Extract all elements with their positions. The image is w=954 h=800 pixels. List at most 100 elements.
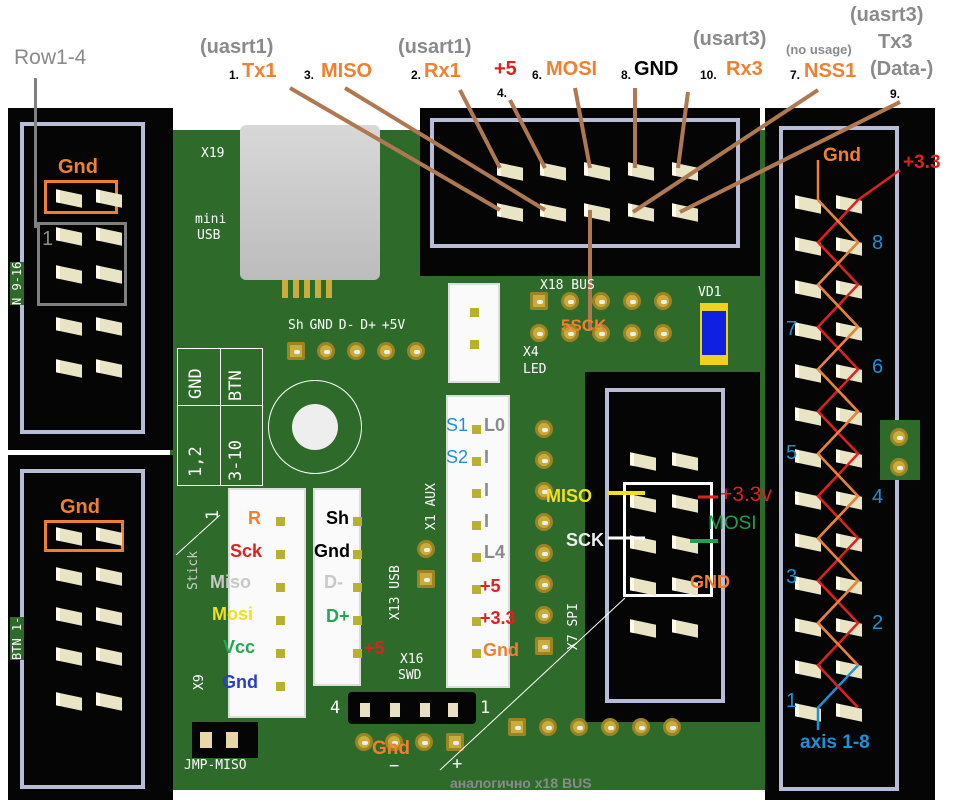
x7-mosi: MOSI <box>708 513 757 534</box>
solder-pad <box>890 428 908 446</box>
leader-tx1 <box>288 86 502 212</box>
axis-3: 3 <box>786 566 798 588</box>
x1-pin-gnd: Gnd <box>483 640 519 660</box>
connector-pin <box>276 583 285 592</box>
analog-note: аналогично x18 BUS <box>450 775 592 791</box>
mosi-label: MOSI <box>546 58 598 80</box>
led-label: LED <box>523 362 547 377</box>
mini-label: mini <box>195 212 227 227</box>
miso-number: 3. <box>304 68 315 82</box>
x9-pin-sck: Sck <box>230 541 263 561</box>
swd-pin <box>360 703 370 717</box>
connector-pin <box>353 517 362 526</box>
mount-hole <box>268 380 362 474</box>
nss1-note: (no usage) <box>786 42 852 57</box>
solder-pad <box>601 718 619 736</box>
swd-minus: − <box>389 756 400 776</box>
row1-4-box <box>37 222 127 306</box>
connector-pin <box>472 489 481 498</box>
usb-label: USB <box>197 228 221 243</box>
x1-pin-5v: +5 <box>480 576 501 596</box>
left-top-gnd: Gnd <box>58 156 98 178</box>
mount-hole-drill <box>292 404 338 450</box>
table-btn: BTN <box>226 370 246 401</box>
swd-gnd-label: Gnd <box>372 738 410 759</box>
tx3-number: 9. <box>890 87 901 101</box>
rx1-number: 2. <box>411 68 422 82</box>
analog-note-line <box>439 597 626 771</box>
nss1-number: 7. <box>790 68 801 82</box>
left-bottom-header <box>8 455 173 800</box>
connector-pin <box>276 517 285 526</box>
tx3-label: Tx3 <box>878 31 913 53</box>
x13-usb-label: X13 USB <box>388 565 403 620</box>
axis-3v3: +3.3 <box>903 152 941 173</box>
x9-pin-gnd: Gnd <box>222 672 258 692</box>
solder-pad <box>415 733 433 751</box>
mini-usb-connector <box>240 125 380 280</box>
solder-pad <box>561 324 579 342</box>
solder-pad <box>890 458 908 476</box>
x9-pin-vcc: Vcc <box>223 637 256 657</box>
connector-pin <box>276 616 285 625</box>
leader-mosi <box>573 87 592 169</box>
solder-pad <box>508 718 526 736</box>
left-top-pin1: 1 <box>42 228 54 250</box>
tx3-group: (uasrt3) <box>850 4 924 26</box>
miso-label: MISO <box>321 60 373 82</box>
table-btn-pins: 3-10 <box>226 440 246 481</box>
x13-pin-gnd: Gnd <box>314 541 350 561</box>
x18-bus-label: X18 BUS <box>540 278 595 293</box>
row1-4-label: Row1-4 <box>14 46 87 69</box>
table-gnd-pins: 1,2 <box>186 446 206 477</box>
connector-pin <box>472 617 481 626</box>
vd1-led <box>700 303 728 365</box>
leader-tx3 <box>679 100 901 214</box>
x9-pin-miso: Miso <box>210 572 252 592</box>
left-bottom-side-label: BTN 1- <box>10 616 24 660</box>
connector-pin <box>276 550 285 559</box>
solder-pad <box>592 324 610 342</box>
connector-pin <box>353 583 362 592</box>
solder-pad <box>535 637 553 655</box>
x9-pin-mosi: Mosi <box>212 604 254 624</box>
rx3-label: Rx3 <box>726 58 763 80</box>
sck5-label: 5SCK <box>561 316 607 335</box>
x13-pin-dminus: D- <box>324 572 343 592</box>
gnd-number: 8. <box>621 68 632 82</box>
plus5-label: +5 <box>494 58 517 80</box>
solder-pad <box>592 292 610 310</box>
swd-pin4: 4 <box>330 698 341 718</box>
x9-pin1-label: 1 <box>203 509 223 520</box>
connector-pin <box>472 521 481 530</box>
solder-pad <box>654 324 672 342</box>
solder-pad <box>530 292 548 310</box>
solder-pad <box>632 718 650 736</box>
gnd-btn-table: GND BTN 1,2 3-10 <box>177 348 263 486</box>
x13-pin-sh: Sh <box>326 508 350 528</box>
connector-pin <box>470 340 479 349</box>
solder-pad <box>347 342 365 360</box>
axis-1: 1 <box>786 690 798 712</box>
solder-pad <box>561 292 579 310</box>
rx3-number: 10. <box>700 68 717 82</box>
x1-pin-l4: L4 <box>484 542 506 562</box>
solder-pad <box>654 292 672 310</box>
connector-pin <box>353 649 362 658</box>
x19-label: X19 <box>201 146 225 161</box>
connector-pin <box>472 553 481 562</box>
connector-pin <box>470 308 479 317</box>
swd-pin1: 1 <box>480 698 491 718</box>
axis-5: 5 <box>786 442 798 464</box>
solder-pad <box>535 451 553 469</box>
x1-pin-l0: L0 <box>484 415 506 435</box>
solder-pad <box>446 733 464 751</box>
solder-pad <box>535 482 553 500</box>
jmp-miso-label: JMP-MISO <box>184 758 247 773</box>
mosi-number: 6. <box>532 68 543 82</box>
x1-aux-label: X1 AUX <box>424 483 439 530</box>
solder-pad <box>417 540 435 558</box>
solder-pad <box>623 324 641 342</box>
solder-pad <box>317 342 335 360</box>
